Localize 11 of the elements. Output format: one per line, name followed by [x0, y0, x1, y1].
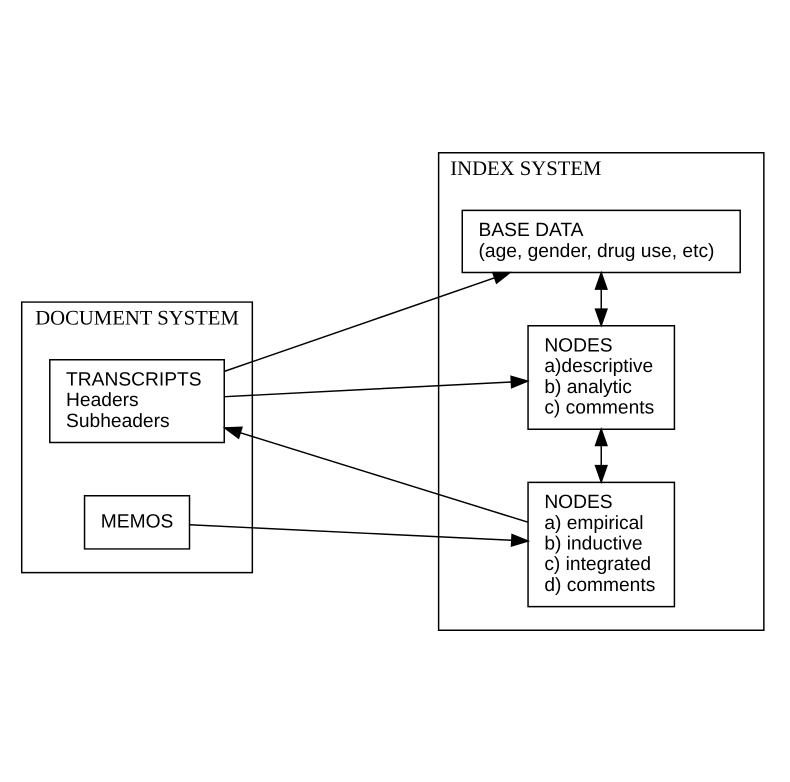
arrow [224, 271, 512, 372]
node-box: TRANSCRIPTS Headers Subheaders [49, 358, 225, 443]
node-box: MEMOS [84, 494, 190, 550]
arrow [190, 524, 530, 546]
arrow [594, 270, 608, 328]
node-box: BASE DATA (age, gender, drug use, etc) [462, 209, 741, 273]
arrow [222, 426, 528, 522]
arrow [224, 374, 530, 397]
node-box: NODES a) empirical b) inductive c) integrated d) comments [527, 481, 676, 607]
arrow [594, 426, 608, 484]
node-box: NODES a)descriptive b) analytic c) comments [527, 324, 676, 430]
